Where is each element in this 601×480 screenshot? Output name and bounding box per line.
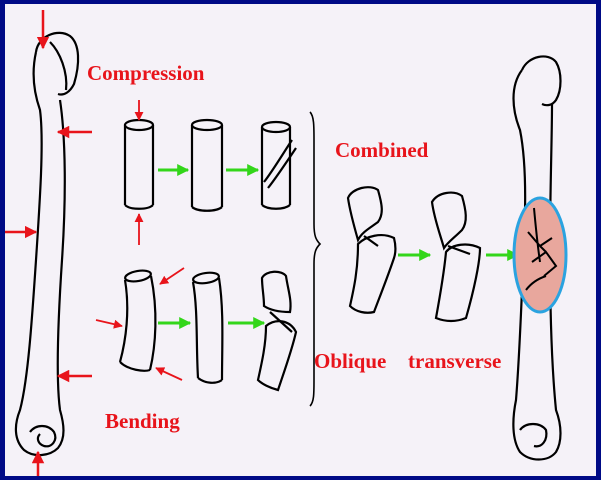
combined-fragment-b (430, 191, 482, 323)
compression-cylinder-fractured (260, 120, 297, 210)
left-femur-outline (14, 51, 66, 457)
left-femur-head (34, 31, 80, 96)
label-oblique: Oblique (314, 349, 387, 373)
compression-cylinder-loaded (190, 118, 224, 212)
bending-rod-bent (191, 271, 224, 384)
bending-force-arrow-left (95, 319, 123, 329)
right-femur-condyle (519, 422, 548, 448)
compression-cylinder-intact (123, 118, 155, 210)
label-bending: Bending (105, 409, 180, 433)
bending-sequence (118, 269, 298, 392)
label-compression: Compression (87, 61, 205, 85)
label-combined: Combined (335, 138, 429, 162)
compression-sequence (123, 118, 297, 212)
bending-rod-fractured (256, 270, 298, 392)
label-transverse: transverse (408, 349, 502, 373)
bending-rod-loaded (118, 269, 157, 372)
combined-fragment-a (346, 186, 397, 314)
left-femur (14, 31, 80, 457)
bending-force-arrow-bottom (155, 367, 183, 381)
left-femur-condyle (29, 424, 57, 448)
fracture-site-highlight (512, 196, 568, 314)
fracture-lines (525, 207, 558, 291)
right-femur-head (520, 55, 562, 107)
combined-brace (309, 111, 322, 407)
fracture-mechanism-diagram (5, 10, 568, 476)
diagram-canvas: Compression Combined Bending Oblique tra… (5, 4, 596, 476)
left-femur-head-line (49, 41, 68, 91)
combined-sequence (346, 186, 482, 323)
bending-force-arrow-top (159, 267, 185, 285)
